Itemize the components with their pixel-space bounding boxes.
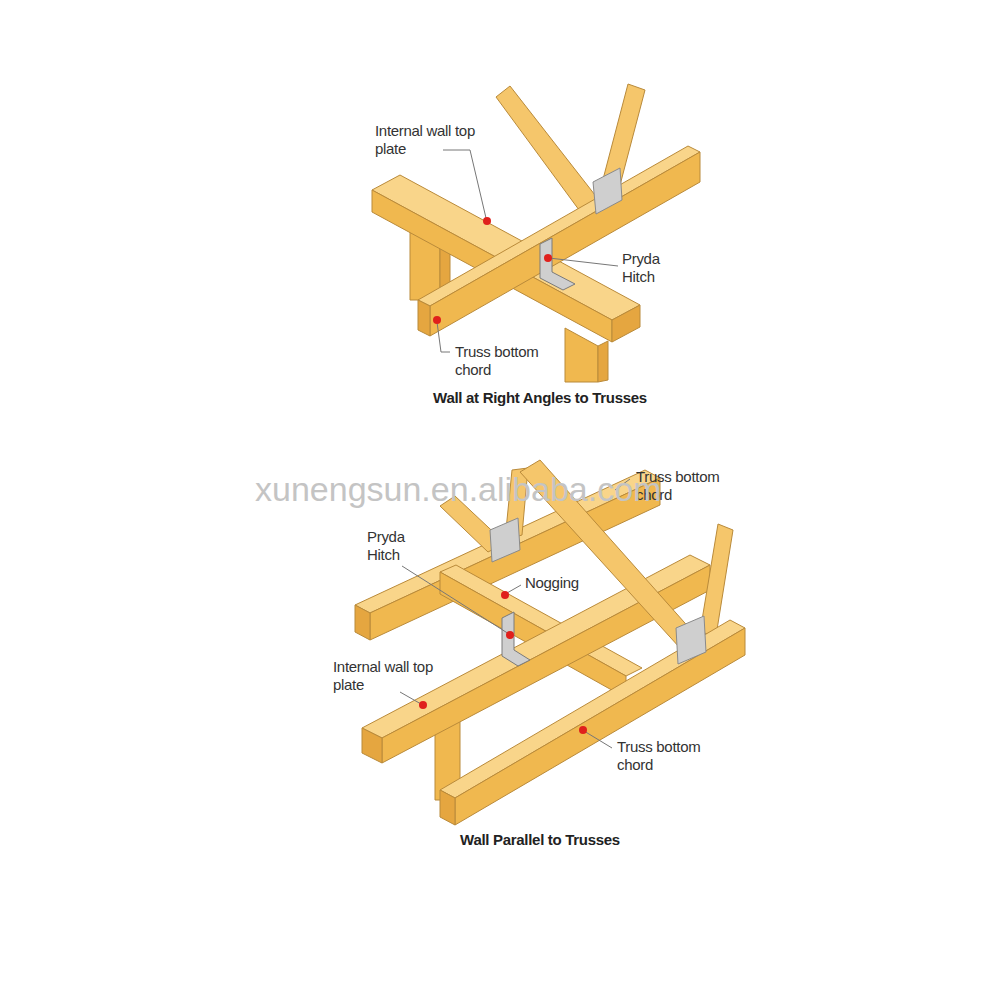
truss-web (496, 86, 602, 214)
figure-caption: Wall Parallel to Trusses (330, 831, 750, 849)
leader-line (549, 258, 618, 266)
leader-line (402, 566, 509, 634)
nail-plate (676, 616, 706, 664)
wall-stud (598, 341, 608, 382)
truss-chord (418, 300, 430, 336)
top-plate (362, 555, 710, 738)
figure-caption: Wall at Right Angles to Trusses (330, 389, 750, 407)
leader-line (507, 585, 521, 593)
truss-chord (430, 152, 700, 336)
nail-plate (490, 518, 520, 562)
pryda-hitch (502, 612, 530, 666)
callout-dot (483, 217, 491, 225)
truss-web (700, 524, 733, 636)
top-plate (362, 728, 382, 763)
leader-line (437, 322, 450, 352)
part-label: Truss bottom chord (617, 738, 722, 774)
callout-dot (506, 631, 514, 639)
watermark: xunengsun.en.alibaba.com (255, 470, 661, 508)
truss-chord (355, 605, 370, 640)
nail-plate (593, 168, 622, 214)
callout-dot (544, 254, 552, 262)
leader-line (584, 731, 612, 748)
pryda-hitch (540, 238, 575, 290)
callout-dot (501, 591, 509, 599)
leader-line (443, 150, 486, 218)
truss-chord (418, 146, 700, 306)
part-label: Truss bottom chord (455, 343, 555, 379)
top-plate (612, 305, 640, 342)
wall-stud (565, 328, 598, 382)
part-label: Pryda Hitch (622, 250, 677, 286)
part-label: Internal wall top plate (375, 122, 475, 158)
callout-dot (579, 726, 587, 734)
truss-chord (455, 628, 745, 825)
callout-dot (433, 316, 441, 324)
part-label: Internal wall top plate (333, 658, 433, 694)
leader-line (400, 692, 421, 704)
part-label: Nogging (525, 574, 605, 592)
part-label: Pryda Hitch (367, 528, 422, 564)
callout-dot (419, 701, 427, 709)
truss-chord (440, 790, 455, 825)
